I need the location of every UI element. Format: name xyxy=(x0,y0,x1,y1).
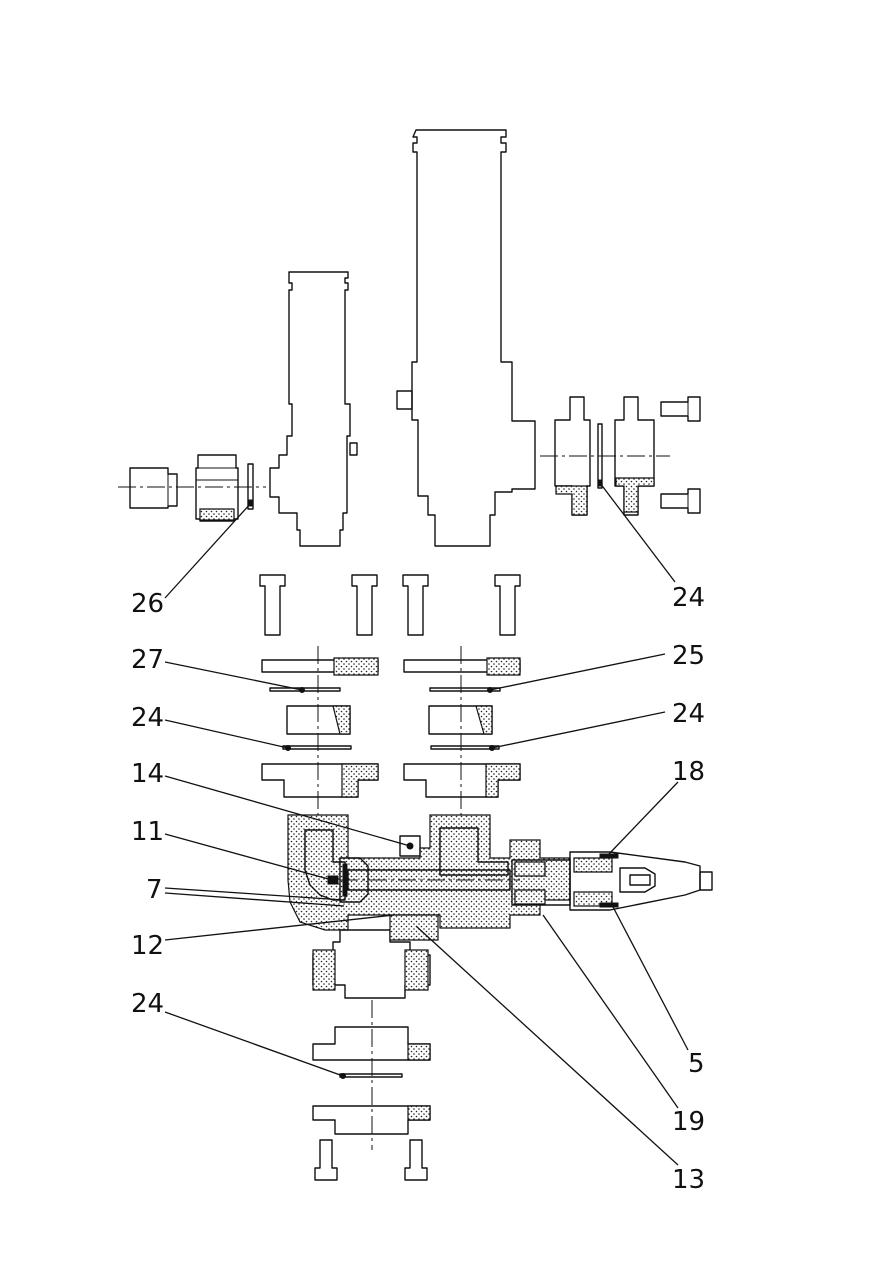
callout-24-bottom: 24 xyxy=(131,989,164,1019)
callout-14: 14 xyxy=(131,759,164,789)
large-valve-body xyxy=(396,129,536,547)
callout-18: 18 xyxy=(672,757,705,787)
callout-24-right: 24 xyxy=(672,699,705,729)
right-flange-stack xyxy=(403,646,521,815)
flange-bolts xyxy=(259,574,521,636)
callout-5: 5 xyxy=(688,1049,705,1079)
callout-19: 19 xyxy=(672,1107,705,1137)
callout-13: 13 xyxy=(672,1165,705,1195)
bottom-flange-stack xyxy=(312,1026,431,1181)
callout-labels: 26 24 27 25 24 24 14 18 11 7 12 24 5 19 … xyxy=(131,583,705,1195)
callout-24-top-right: 24 xyxy=(672,583,705,613)
small-valve-body xyxy=(269,271,358,547)
callout-26: 26 xyxy=(131,589,164,619)
callout-25: 25 xyxy=(672,641,705,671)
right-outlet-fittings xyxy=(540,396,701,516)
leader-lines xyxy=(164,482,689,1166)
callout-24-left: 24 xyxy=(131,703,164,733)
callout-12: 12 xyxy=(131,931,164,961)
main-tee-body xyxy=(287,814,713,931)
bottom-branch xyxy=(312,914,439,1150)
left-flange-stack xyxy=(261,646,379,815)
callout-27: 27 xyxy=(131,645,164,675)
callout-7: 7 xyxy=(146,875,163,905)
callout-11: 11 xyxy=(131,817,164,847)
